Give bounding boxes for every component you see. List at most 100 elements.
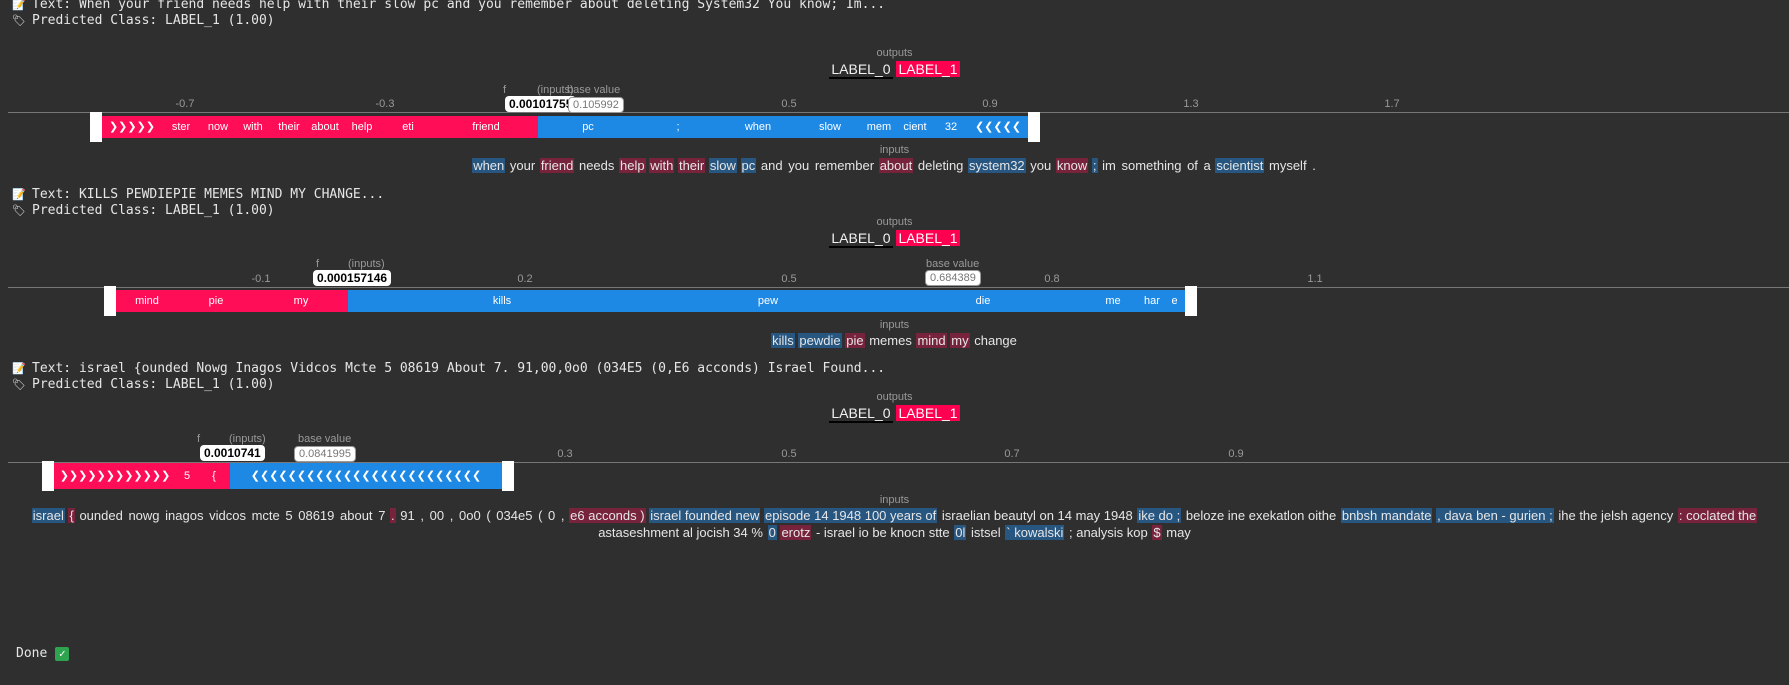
negative-segment: die [880, 290, 1086, 312]
positive-segment: ster [162, 116, 200, 138]
token: system32 [968, 158, 1026, 173]
label-icon: 🏷 [12, 14, 26, 27]
outputs-label: outputs [876, 47, 913, 59]
token: 5 [285, 508, 293, 523]
token: my [950, 333, 970, 348]
axis-line [8, 462, 1789, 463]
force-plot-bar: mind pie my kills pew die me har e [104, 286, 1197, 316]
token: something [1121, 158, 1182, 173]
fx-value-badge: 0.000157146 [313, 270, 392, 286]
token: episode 14 1948 100 years of [763, 508, 938, 523]
axis-line [8, 112, 1789, 113]
text-header: 📝Text: KILLS PEWDIEPIE MEMES MIND MY CHA… [12, 187, 385, 202]
token: of [1187, 158, 1198, 173]
positive-segment: friend [434, 116, 538, 138]
token: pc [740, 158, 757, 173]
token: ( [538, 508, 543, 523]
fx-value-badge: 0.0010741 [200, 445, 265, 461]
bar-end-cap [104, 286, 116, 316]
token: 0l [954, 525, 967, 540]
memo-icon: 📝 [12, 362, 26, 375]
token: know [1055, 158, 1089, 173]
token: - israel io be knocn stte [815, 525, 950, 540]
outputs-label: outputs [876, 391, 913, 403]
bar-end-cap [42, 461, 54, 491]
positive-segment: pie [178, 290, 254, 312]
class-legend: LABEL_0 LABEL_1 [0, 230, 1789, 248]
token: ` kowalski [1005, 525, 1065, 540]
axis-line [8, 287, 1789, 288]
memo-icon: 📝 [12, 0, 26, 11]
token: istsel [971, 525, 1001, 540]
token: 08619 [298, 508, 335, 523]
token: and [760, 158, 783, 173]
token: ( [486, 508, 491, 523]
bar-end-cap [502, 461, 514, 491]
class0-label: LABEL_0 [829, 405, 893, 423]
outputs-label: outputs [876, 216, 913, 228]
token: slow [708, 158, 737, 173]
positive-segment: their [270, 116, 308, 138]
token: e6 acconds ) [569, 508, 646, 523]
class1-label: LABEL_1 [896, 230, 960, 246]
positive-segment: { [198, 463, 230, 489]
axis-tick: 1.7 [1384, 98, 1400, 110]
token: : coclated the [1677, 508, 1758, 523]
token: erotz [780, 525, 812, 540]
class0-label: LABEL_0 [829, 230, 893, 248]
token: , [420, 508, 425, 523]
label-icon: 🏷 [12, 378, 26, 391]
token: astaseshment al jocish 34 % [598, 525, 763, 540]
token: $ [1152, 525, 1162, 540]
token: ounded [79, 508, 123, 523]
positive-segment: ❯❯❯❯❯ [102, 116, 162, 138]
class1-label: LABEL_1 [896, 405, 960, 421]
token: 7 [378, 508, 386, 523]
token: you [788, 158, 810, 173]
axis-tick: 0.5 [781, 273, 797, 285]
token: 00 [429, 508, 445, 523]
token: 0 [767, 525, 777, 540]
token: bnbsh mandate [1340, 508, 1433, 523]
token: mcte [251, 508, 280, 523]
negative-segment: mem [862, 116, 896, 138]
inputs-caption: (inputs) [229, 433, 266, 445]
fx-caption: f [316, 258, 320, 270]
negative-segment: 32 [934, 116, 968, 138]
axis-tick: 0.8 [1044, 273, 1060, 285]
token-highlights: when your friend needs help with their s… [0, 157, 1789, 174]
base-value-badge: 0.0841995 [294, 446, 356, 462]
token: pie [845, 333, 865, 348]
token: ihe the jelsh agency [1558, 508, 1674, 523]
token: kills [771, 333, 795, 348]
axis-tick: 0.5 [781, 448, 797, 460]
base-value-caption: base value [926, 258, 980, 270]
axis-tick: 0.2 [517, 273, 533, 285]
positive-segment: 5 [176, 463, 198, 489]
axis-tick: -0.1 [251, 273, 271, 285]
token: im [1102, 158, 1116, 173]
force-plot-bar: ❯❯❯❯❯❯❯❯❯❯❯❯ 5 { ❮❮❮❮❮❮❮❮❮❮❮❮❮❮❮❮❮❮❮❮❮❮❮… [42, 461, 514, 491]
predicted-header: 🏷Predicted Class: LABEL_1 (1.00) [12, 203, 275, 218]
predicted-header: 🏷Predicted Class: LABEL_1 (1.00) [12, 377, 275, 392]
token: { [68, 508, 75, 523]
token: remember [814, 158, 875, 173]
token: beloze ine exekatlon oithe [1185, 508, 1337, 523]
base-value-badge: 0.684389 [925, 270, 981, 286]
inputs-label: inputs [879, 144, 910, 156]
token: israelian beautyl on 14 may 1948 [941, 508, 1133, 523]
negative-segment: kills [348, 290, 656, 312]
positive-segment: help [342, 116, 382, 138]
axis-tick: -0.7 [175, 98, 195, 110]
token: myself [1269, 158, 1307, 173]
bar-end-cap [1185, 286, 1197, 316]
base-value-badge: 0.105992 [568, 97, 624, 113]
token: ; analysis kop [1068, 525, 1148, 540]
token: help [619, 158, 646, 173]
token: , [560, 508, 565, 523]
axis-tick: 0.3 [557, 448, 573, 460]
positive-segment: eti [382, 116, 434, 138]
check-icon: ✓ [55, 647, 70, 661]
axis-tick: 0.9 [982, 98, 998, 110]
token: . [390, 508, 396, 523]
